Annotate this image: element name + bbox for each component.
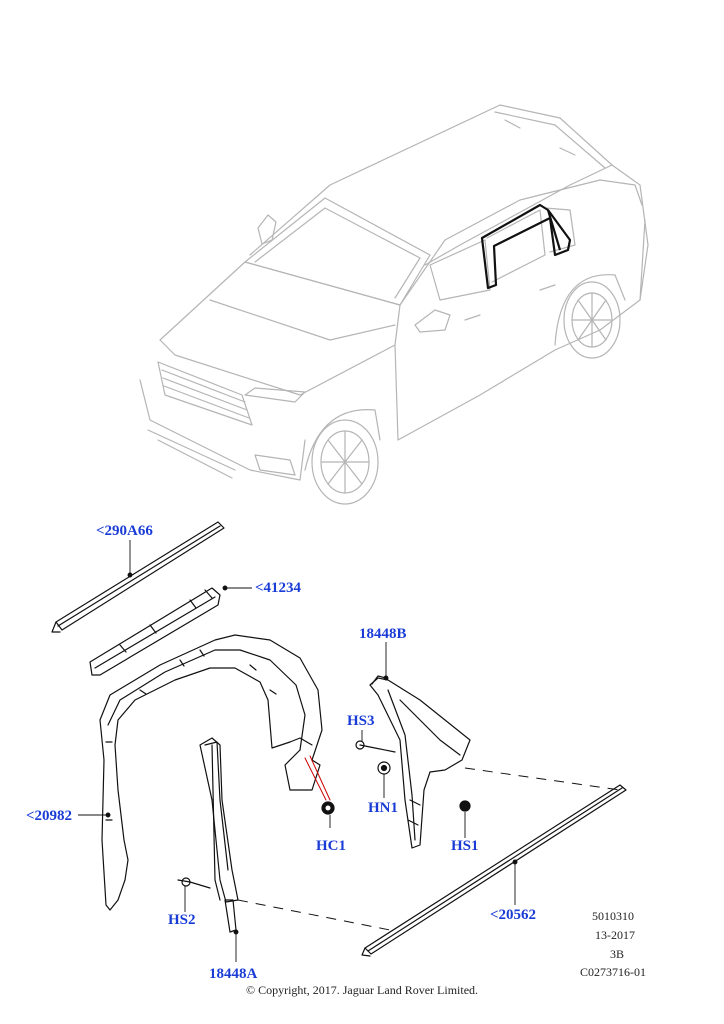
callout-hs2[interactable]: HS2: [168, 912, 196, 928]
callout-hs3[interactable]: HS3: [347, 713, 375, 729]
callout-41234[interactable]: <41234: [255, 580, 302, 596]
alignment-lines: [237, 767, 621, 931]
callout-18448a[interactable]: 18448A: [209, 966, 258, 982]
illustration-code: 5010310: [592, 909, 634, 923]
leader-lines: [78, 540, 518, 962]
callout-hn1[interactable]: HN1: [368, 800, 398, 816]
callout-18448b[interactable]: 18448B: [359, 626, 407, 642]
illustration-date: 13-2017: [595, 928, 635, 942]
callout-20562[interactable]: <20562: [490, 907, 537, 923]
callout-hs1[interactable]: HS1: [451, 838, 479, 854]
vehicle-illustration: [139, 104, 649, 505]
vehicle-highlight-frame: [480, 203, 572, 290]
callout-290a66[interactable]: <290A66: [96, 523, 153, 539]
illustration-reference: C0273716-01: [580, 965, 646, 979]
callout-hc1[interactable]: HC1: [316, 838, 346, 854]
copyright-notice: © Copyright, 2017. Jaguar Land Rover Lim…: [245, 983, 479, 997]
illustration-revision: 3B: [610, 947, 625, 961]
callout-20982[interactable]: <20982: [26, 808, 73, 824]
parts-drawing: [51, 521, 627, 957]
